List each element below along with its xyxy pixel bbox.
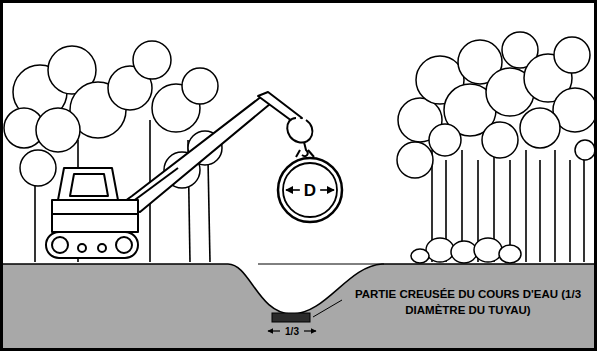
pipe-wall xyxy=(278,158,342,222)
trunk xyxy=(583,150,585,262)
excavator xyxy=(46,92,314,258)
rock xyxy=(451,241,477,263)
forest-trunks xyxy=(432,150,584,262)
rocks xyxy=(411,238,521,263)
trunk xyxy=(525,150,527,262)
excavator-track xyxy=(46,232,138,258)
diameter-arrow xyxy=(320,189,334,191)
trunk xyxy=(539,160,541,262)
track-wheel xyxy=(116,237,132,253)
track-wheel xyxy=(52,237,68,253)
rock xyxy=(499,245,521,263)
trunk xyxy=(569,160,571,262)
cab-window xyxy=(70,174,108,196)
trunk xyxy=(554,150,556,262)
foliage xyxy=(182,68,218,104)
rock xyxy=(474,238,502,262)
water-surface xyxy=(258,264,384,265)
diameter-symbol: D xyxy=(304,182,316,199)
excavator-body xyxy=(52,200,138,232)
excavator-cab xyxy=(58,168,118,200)
foliage xyxy=(397,142,433,178)
foliage xyxy=(482,122,518,158)
pipe-bore xyxy=(283,163,337,217)
foliage xyxy=(36,108,80,152)
foliage xyxy=(133,41,171,79)
foliage xyxy=(429,124,461,156)
dimension-label: 1/3 xyxy=(285,325,299,339)
sling xyxy=(308,150,314,157)
trunk xyxy=(208,160,210,262)
foliage xyxy=(520,108,560,148)
pipe-circle: D xyxy=(276,156,344,224)
dimension-arrow xyxy=(304,330,316,331)
foliage xyxy=(554,37,590,73)
bucket xyxy=(287,118,312,143)
dimension-arrow xyxy=(268,330,280,331)
dug-section xyxy=(272,313,310,322)
track-wheel xyxy=(98,244,106,252)
callout-note: PARTIE CREUSÉE DU COURS D'EAU (1/3 DIAMÈ… xyxy=(346,287,590,318)
diameter-arrow xyxy=(286,189,300,191)
foliage xyxy=(20,150,56,186)
sling xyxy=(296,150,300,157)
rock xyxy=(426,238,454,262)
foliage xyxy=(575,140,595,160)
body-line xyxy=(52,213,138,215)
hook xyxy=(302,142,308,156)
forest-foliage xyxy=(397,32,597,178)
rock xyxy=(411,249,429,263)
leader-line xyxy=(313,300,342,317)
excavator-boom xyxy=(118,96,270,212)
track-wheel xyxy=(78,244,86,252)
boom-cylinder xyxy=(132,168,178,202)
ground xyxy=(0,264,597,351)
